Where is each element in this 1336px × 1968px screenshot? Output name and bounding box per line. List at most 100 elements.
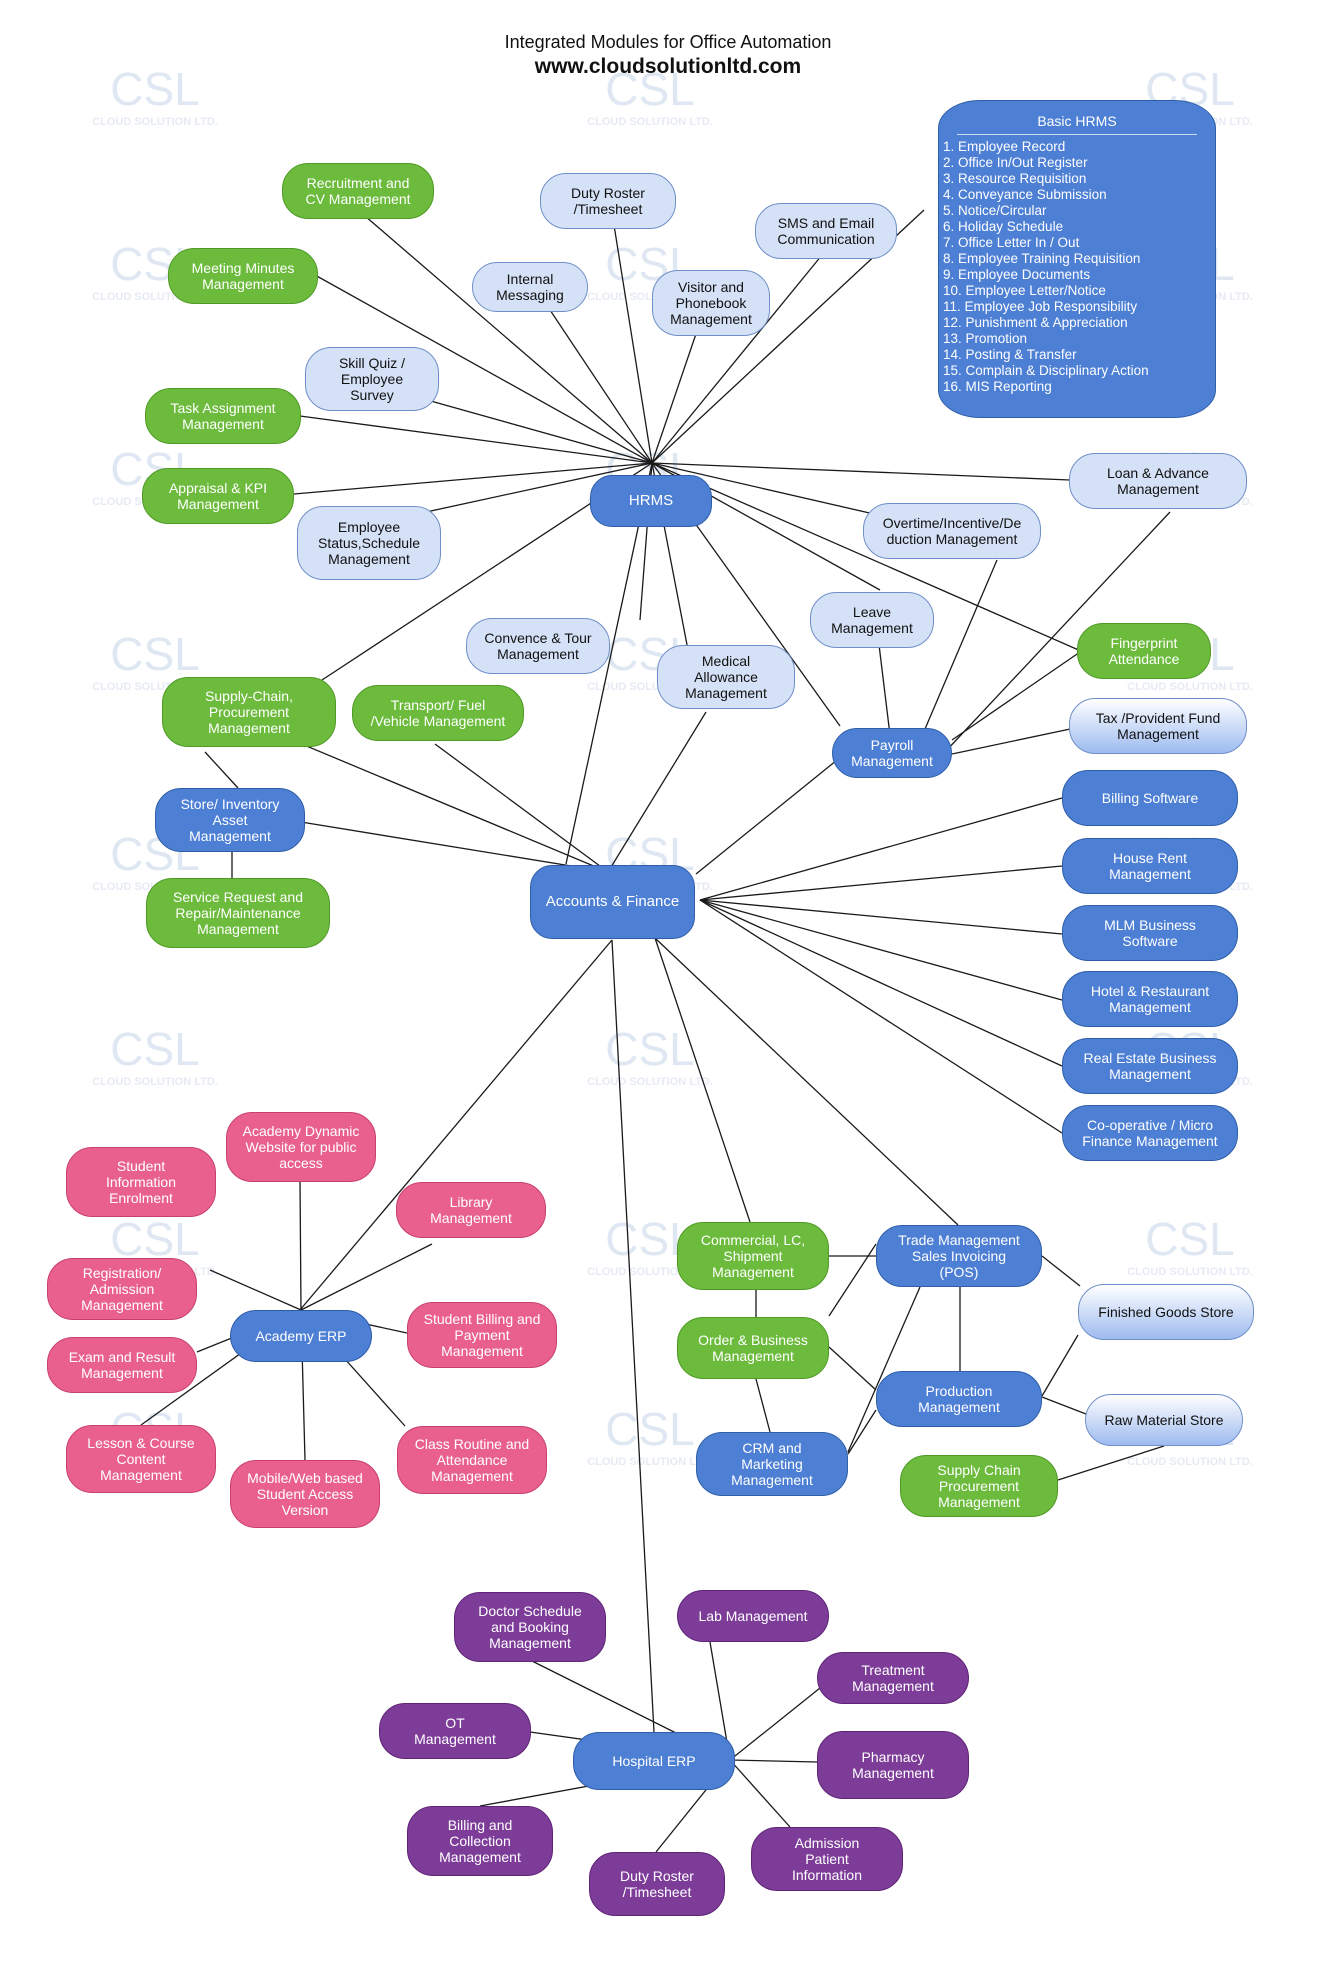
connector-line: [607, 711, 707, 873]
connector-line: [729, 1759, 791, 1828]
node-label: Billing Software: [1101, 790, 1199, 806]
node-order-business[interactable]: Order & Business Management: [677, 1317, 829, 1379]
node-skill-quiz[interactable]: Skill Quiz / Employee Survey: [305, 347, 439, 411]
node-label: Doctor Schedule and Booking Management: [478, 1603, 582, 1651]
node-finished-goods[interactable]: Finished Goods Store: [1078, 1284, 1254, 1340]
node-visitor-phonebook[interactable]: Visitor and Phonebook Management: [652, 270, 770, 336]
node-library[interactable]: Library Management: [396, 1182, 546, 1238]
node-store-inventory[interactable]: Store/ Inventory Asset Management: [155, 788, 305, 852]
node-trade[interactable]: Trade Management Sales Invoicing (POS): [876, 1225, 1042, 1287]
node-doctor-schedule[interactable]: Doctor Schedule and Booking Management: [454, 1592, 606, 1662]
node-label: HRMS: [628, 492, 674, 509]
node-hrms[interactable]: HRMS: [590, 475, 712, 527]
node-raw-material[interactable]: Raw Material Store: [1085, 1394, 1243, 1446]
node-service-request[interactable]: Service Request and Repair/Maintenance M…: [146, 878, 330, 948]
node-billing-collection[interactable]: Billing and Collection Management: [407, 1806, 553, 1876]
node-loan-advance[interactable]: Loan & Advance Management: [1069, 453, 1247, 509]
basic-hrms-title: Basic HRMS: [957, 113, 1197, 135]
node-label: Student Information Enrolment: [105, 1158, 177, 1206]
connector-line: [699, 899, 1063, 1134]
basic-hrms-item: 7. Office Letter In / Out: [943, 235, 1080, 250]
node-medical[interactable]: Medical Allowance Management: [657, 645, 795, 709]
node-lab[interactable]: Lab Management: [677, 1590, 829, 1642]
node-label: Recruitment and CV Management: [305, 175, 411, 207]
node-real-estate[interactable]: Real Estate Business Management: [1062, 1038, 1238, 1094]
node-student-info[interactable]: Student Information Enrolment: [66, 1147, 216, 1217]
node-supply-chain-bottom[interactable]: Supply Chain Procurement Management: [900, 1455, 1058, 1517]
node-label: Registration/ Admission Management: [81, 1265, 163, 1313]
node-exam-result[interactable]: Exam and Result Management: [47, 1337, 197, 1393]
diagram-title: Integrated Modules for Office Automation: [504, 32, 832, 52]
connector-line: [699, 899, 1063, 1067]
node-registration[interactable]: Registration/ Admission Management: [47, 1258, 197, 1320]
node-lesson-course[interactable]: Lesson & Course Content Management: [66, 1425, 216, 1493]
node-label: Commercial, LC, Shipment Management: [700, 1232, 806, 1280]
node-label: Supply Chain Procurement Management: [937, 1462, 1021, 1510]
node-label: Order & Business Management: [698, 1332, 808, 1364]
node-class-routine[interactable]: Class Routine and Attendance Management: [397, 1426, 547, 1494]
node-cooperative[interactable]: Co-operative / Micro Finance Management: [1062, 1105, 1238, 1161]
node-payroll[interactable]: Payroll Management: [832, 728, 952, 778]
node-student-billing[interactable]: Student Billing and Payment Management: [407, 1302, 557, 1368]
node-supply-chain-top[interactable]: Supply-Chain, Procurement Management: [162, 677, 336, 747]
node-overtime[interactable]: Overtime/Incentive/De duction Management: [863, 503, 1041, 559]
connector-line: [924, 559, 998, 730]
svg-text:CSL: CSL: [1145, 1213, 1234, 1265]
node-label: Accounts & Finance: [545, 893, 680, 910]
connector-line: [1057, 1445, 1165, 1481]
node-production[interactable]: Production Management: [876, 1371, 1042, 1427]
node-label: Academy Dynamic Website for public acces…: [242, 1123, 360, 1171]
node-academy[interactable]: Academy ERP: [230, 1310, 372, 1362]
node-label: Raw Material Store: [1104, 1412, 1224, 1428]
node-label: Real Estate Business Management: [1083, 1050, 1217, 1082]
basic-hrms-item: 10. Employee Letter/Notice: [943, 283, 1106, 298]
node-label: House Rent Management: [1109, 850, 1191, 882]
connector-line: [729, 1759, 818, 1763]
node-duty-roster-hospital[interactable]: Duty Roster /Timesheet: [589, 1852, 725, 1916]
node-treatment[interactable]: Treatment Management: [817, 1652, 969, 1704]
node-pharmacy[interactable]: Pharmacy Management: [817, 1731, 969, 1799]
node-label: Trade Management Sales Invoicing (POS): [898, 1232, 1020, 1280]
connector-line: [299, 415, 653, 464]
node-hotel[interactable]: Hotel & Restaurant Management: [1062, 971, 1238, 1027]
node-label: Visitor and Phonebook Management: [670, 279, 752, 327]
node-fingerprint[interactable]: Fingerprint Attendance: [1077, 623, 1211, 679]
node-employee-status[interactable]: Employee Status,Schedule Management: [297, 506, 441, 580]
node-billing-software[interactable]: Billing Software: [1062, 770, 1238, 826]
connector-line: [847, 1409, 877, 1455]
website-url[interactable]: www.cloudsolutionltd.com: [534, 55, 802, 78]
node-sms-email[interactable]: SMS and Email Communication: [755, 203, 897, 259]
node-ot[interactable]: OT Management: [379, 1703, 531, 1759]
node-academy-website[interactable]: Academy Dynamic Website for public acces…: [226, 1112, 376, 1182]
node-tax-pf[interactable]: Tax /Provident Fund Management: [1069, 698, 1247, 754]
node-mlm[interactable]: MLM Business Software: [1062, 905, 1238, 961]
svg-text:CLOUD SOLUTION LTD.: CLOUD SOLUTION LTD.: [587, 1076, 713, 1088]
node-label: Library Management: [430, 1194, 512, 1226]
node-label: Task Assignment Management: [170, 400, 276, 432]
node-internal-messaging[interactable]: Internal Messaging: [472, 262, 588, 312]
node-leave[interactable]: Leave Management: [810, 592, 934, 648]
connector-line: [951, 651, 1081, 741]
node-admission-patient[interactable]: Admission Patient Information: [751, 1827, 903, 1891]
node-crm[interactable]: CRM and Marketing Management: [696, 1432, 848, 1496]
node-transport[interactable]: Transport/ Fuel /Vehicle Management: [352, 685, 524, 741]
node-house-rent[interactable]: House Rent Management: [1062, 838, 1238, 894]
node-duty-roster-hr[interactable]: Duty Roster /Timesheet: [540, 173, 676, 229]
node-hospital[interactable]: Hospital ERP: [573, 1732, 735, 1790]
basic-hrms-item: 1. Employee Record: [943, 139, 1066, 154]
node-meeting-minutes[interactable]: Meeting Minutes Management: [168, 248, 318, 304]
node-label: Fingerprint Attendance: [1108, 635, 1180, 667]
connector-line: [944, 511, 1171, 753]
node-task-assignment[interactable]: Task Assignment Management: [145, 388, 301, 444]
node-appraisal-kpi[interactable]: Appraisal & KPI Management: [142, 468, 294, 524]
node-mobile-web[interactable]: Mobile/Web based Student Access Version: [230, 1460, 380, 1528]
node-accounts[interactable]: Accounts & Finance: [530, 865, 695, 939]
node-convence-tour[interactable]: Convence & Tour Management: [466, 618, 610, 674]
connector-line: [1041, 1396, 1087, 1415]
connector-line: [549, 309, 653, 464]
node-recruitment[interactable]: Recruitment and CV Management: [282, 163, 434, 219]
node-commercial-lc[interactable]: Commercial, LC, Shipment Management: [677, 1222, 829, 1290]
node-label: Convence & Tour Management: [484, 630, 592, 662]
